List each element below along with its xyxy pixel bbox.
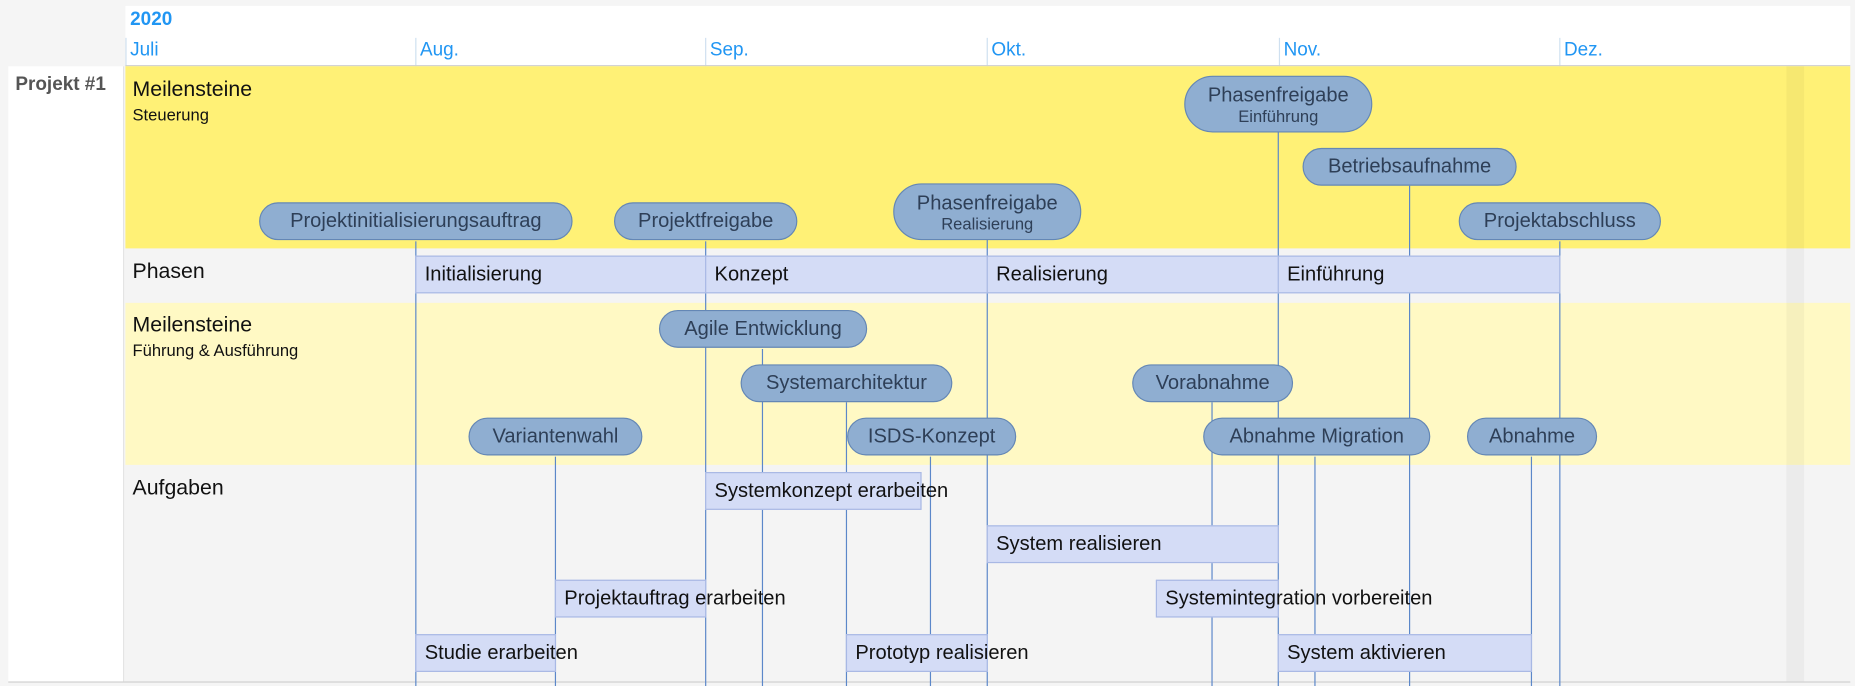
connector-line: [1277, 131, 1279, 686]
milestone-vorabnahme[interactable]: Vorabnahme: [1132, 364, 1294, 403]
task-bar-system-aktivieren[interactable]: [1277, 634, 1533, 672]
month-nov: Nov.: [1283, 40, 1322, 61]
lane-title-milestones-execution: Meilensteine: [132, 312, 253, 336]
connector-line: [1530, 456, 1533, 686]
milestone-phasenfreigabe-realisierung[interactable]: Phasenfreigabe Realisierung: [893, 183, 1082, 241]
project-column: [8, 66, 125, 682]
connector-line: [986, 238, 988, 686]
task-bar-prototyp-realisieren[interactable]: [845, 634, 988, 672]
connector-line: [554, 456, 557, 686]
right-edge-strip: [1786, 66, 1804, 681]
task-bar-systemintegration-vorbereiten[interactable]: [1155, 579, 1279, 618]
lane-subtitle-milestones-control: Steuerung: [132, 105, 209, 125]
lane-title-phases: Phasen: [132, 259, 205, 283]
task-bar-systemkonzept-erarbeiten[interactable]: [705, 472, 922, 510]
task-label: Prototyp realisieren: [855, 641, 1029, 664]
connector-line: [761, 348, 764, 686]
bottom-divider: [8, 681, 1851, 683]
month-divider: [1278, 37, 1281, 67]
connector-line: [705, 241, 707, 686]
phase-label: Initialisierung: [424, 262, 543, 286]
milestone-systemarchitektur[interactable]: Systemarchitektur: [740, 364, 953, 403]
connector-line: [1314, 456, 1316, 686]
task-label: Studie erarbeiten: [424, 641, 578, 664]
task-label: Projektauftrag erarbeiten: [564, 586, 786, 610]
task-label: System aktivieren: [1287, 641, 1446, 664]
milestone-subtitle: Einführung: [1238, 106, 1319, 126]
connector-line: [929, 456, 932, 686]
phase-bar-konzept[interactable]: [705, 255, 988, 294]
month-sep: Sep.: [709, 40, 749, 61]
milestone-title: Phasenfreigabe: [1207, 83, 1349, 107]
month-juli: Juli: [130, 40, 159, 61]
lane-subtitle-milestones-execution: Führung & Ausführung: [132, 340, 299, 360]
phase-bar-realisierung[interactable]: [986, 255, 1279, 294]
milestone-betriebsaufnahme[interactable]: Betriebsaufnahme: [1302, 147, 1517, 186]
connector-line: [415, 241, 417, 686]
month-divider: [125, 37, 127, 67]
month-dez: Dez.: [1563, 40, 1603, 61]
milestone-projektfreigabe[interactable]: Projektfreigabe: [613, 202, 798, 241]
task-bar-projektauftrag-erarbeiten[interactable]: [554, 579, 707, 618]
lane-title-milestones-control: Meilensteine: [132, 76, 253, 101]
task-label: Systemintegration vorbereiten: [1165, 586, 1433, 610]
connector-line: [1559, 241, 1561, 686]
phase-bar-initialisierung[interactable]: [415, 255, 707, 294]
phase-label: Einführung: [1287, 262, 1385, 286]
project-label: Projekt #1: [15, 74, 106, 95]
milestone-projektabschluss[interactable]: Projektabschluss: [1458, 202, 1661, 241]
task-bar-studie-erarbeiten[interactable]: [415, 634, 557, 672]
milestone-phasenfreigabe-einfuehrung[interactable]: Phasenfreigabe Einführung: [1184, 75, 1373, 133]
task-bar-system-realisieren[interactable]: [986, 525, 1279, 564]
phase-bar-einfuehrung[interactable]: [1277, 255, 1561, 294]
milestone-variantenwahl[interactable]: Variantenwahl: [468, 417, 643, 456]
month-divider: [415, 37, 417, 67]
milestone-subtitle: Realisierung: [941, 214, 1034, 234]
year-label: 2020: [130, 9, 173, 30]
month-aug: Aug.: [419, 40, 459, 61]
connector-line: [845, 402, 848, 686]
phase-label: Realisierung: [996, 262, 1108, 286]
lane-title-tasks: Aufgaben: [132, 475, 224, 500]
phase-label: Konzept: [714, 262, 789, 286]
month-divider: [705, 37, 707, 67]
milestone-isds-konzept[interactable]: ISDS-Konzept: [847, 417, 1017, 456]
milestone-projektinitialisierungsauftrag[interactable]: Projektinitialisierungsauftrag: [259, 202, 573, 241]
task-label: System realisieren: [996, 532, 1162, 555]
task-label: Systemkonzept erarbeiten: [714, 479, 949, 502]
month-divider: [1559, 37, 1561, 67]
month-divider: [986, 37, 988, 67]
month-okt: Okt.: [991, 40, 1027, 61]
milestone-agile-entwicklung[interactable]: Agile Entwicklung: [658, 309, 868, 348]
milestone-abnahme[interactable]: Abnahme: [1466, 417, 1598, 456]
milestone-abnahme-migration[interactable]: Abnahme Migration: [1203, 417, 1431, 456]
milestone-title: Phasenfreigabe: [916, 191, 1058, 215]
header-divider: [125, 65, 1851, 67]
